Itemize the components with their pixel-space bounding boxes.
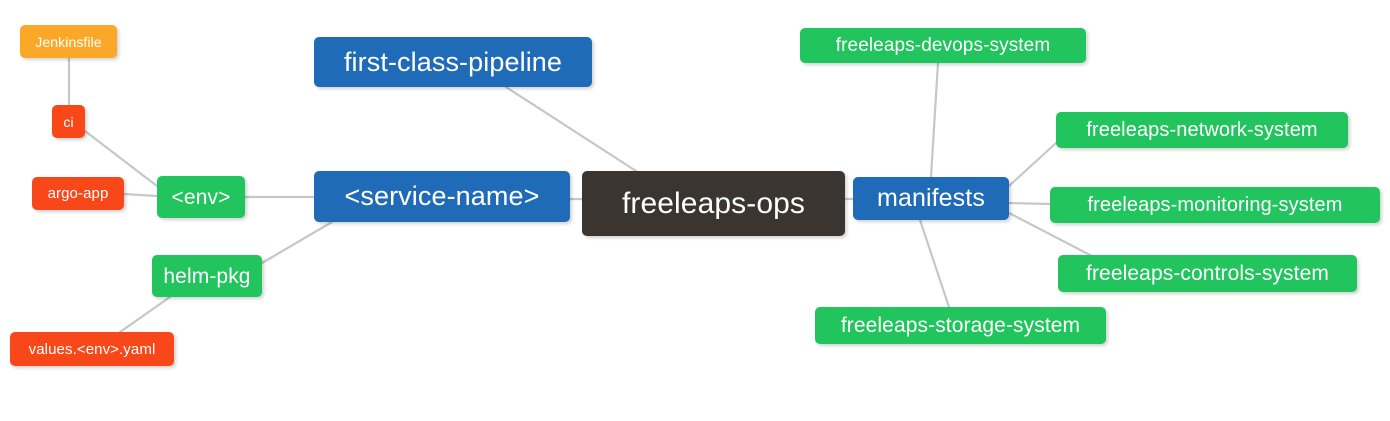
- mindmap-node-argo-app[interactable]: argo-app: [32, 177, 124, 210]
- mindmap-node-freeleaps-ops[interactable]: freeleaps-ops: [582, 171, 845, 236]
- mindmap-node-helm-pkg[interactable]: helm-pkg: [152, 255, 262, 297]
- mindmap-node-ci[interactable]: ci: [52, 105, 85, 138]
- mindmap-node-freeleaps-network-system[interactable]: freeleaps-network-system: [1056, 112, 1348, 148]
- mindmap-node-freeleaps-monitoring-system[interactable]: freeleaps-monitoring-system: [1050, 187, 1380, 223]
- mindmap-node-freeleaps-storage-system[interactable]: freeleaps-storage-system: [815, 307, 1106, 344]
- edge-manifests-to-freeleaps-devops-system: [929, 61, 940, 179]
- edge-manifests-to-freeleaps-monitoring-system: [1007, 201, 1052, 206]
- mindmap-node-manifests[interactable]: manifests: [853, 177, 1009, 220]
- mindmap-node-env[interactable]: <env>: [157, 176, 245, 218]
- edge-values-yaml-to-helm-pkg: [118, 295, 172, 334]
- edge-manifests-to-freeleaps-storage-system: [918, 218, 951, 309]
- edge-manifests-to-freeleaps-network-system: [1007, 141, 1058, 188]
- edge-helm-pkg-to-service-name: [260, 220, 334, 265]
- edge-first-class-pipeline-to-freeleaps-ops: [504, 85, 638, 173]
- mindmap-node-service-name[interactable]: <service-name>: [314, 171, 570, 222]
- mindmap-node-first-class-pipeline[interactable]: first-class-pipeline: [314, 37, 592, 87]
- edge-argo-app-to-env: [122, 192, 159, 198]
- mindmap-node-values-yaml[interactable]: values.<env>.yaml: [10, 332, 174, 366]
- mindmap-node-jenkinsfile[interactable]: Jenkinsfile: [20, 25, 117, 58]
- mindmap-node-freeleaps-controls-system[interactable]: freeleaps-controls-system: [1058, 255, 1357, 292]
- mindmap-node-freeleaps-devops-system[interactable]: freeleaps-devops-system: [800, 28, 1086, 63]
